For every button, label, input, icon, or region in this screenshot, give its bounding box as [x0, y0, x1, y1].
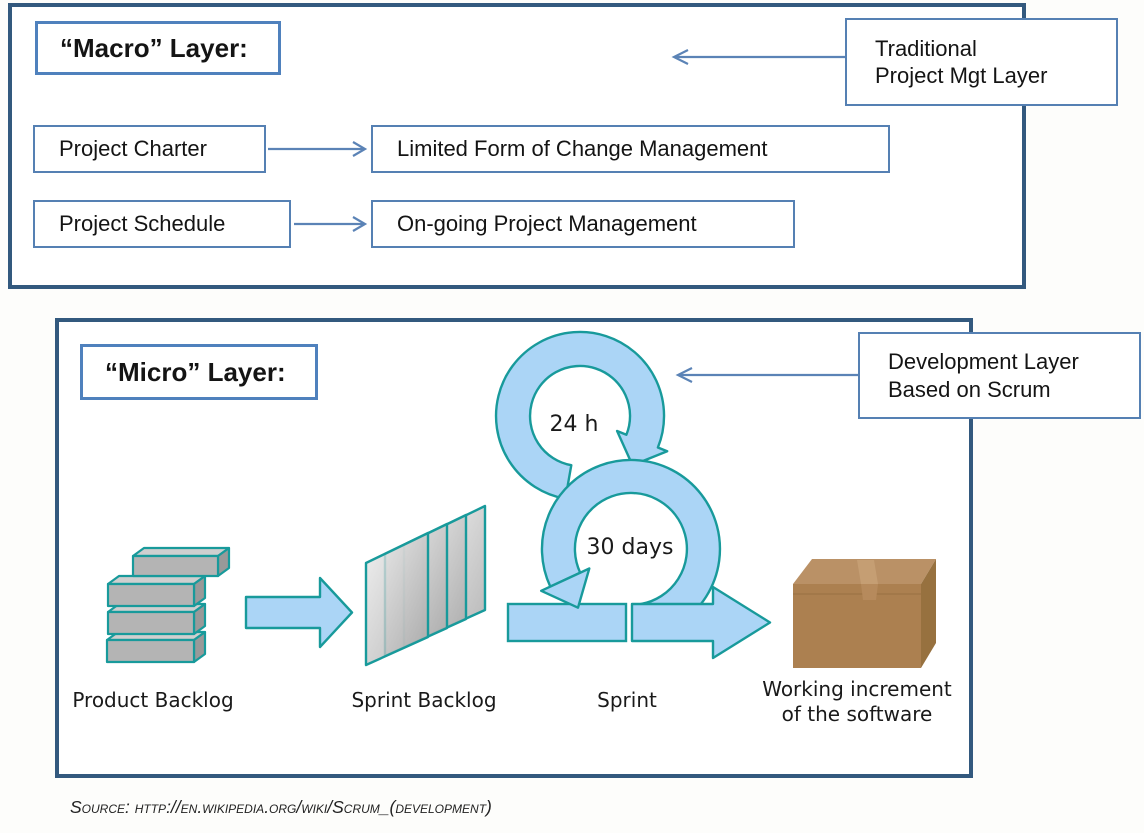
- project-schedule-box: Project Schedule: [33, 200, 291, 248]
- sprint-backlog-label: Sprint Backlog: [351, 688, 497, 712]
- traditional-layer-callout-text: Traditional Project Mgt Layer: [875, 35, 1047, 90]
- micro-layer-title: “Micro” Layer:: [105, 356, 286, 387]
- development-layer-callout-box: Development Layer Based on Scrum: [858, 332, 1141, 419]
- traditional-layer-callout-box: Traditional Project Mgt Layer: [845, 18, 1118, 106]
- project-schedule-label: Project Schedule: [59, 211, 226, 237]
- micro-layer-title-box: “Micro” Layer:: [80, 344, 318, 400]
- product-backlog-label: Product Backlog: [72, 688, 234, 712]
- macro-layer-title-box: “Macro” Layer:: [35, 21, 281, 75]
- development-layer-callout-text: Development Layer Based on Scrum: [888, 348, 1079, 403]
- development-line2: Based on Scrum: [888, 376, 1051, 402]
- development-line1: Development Layer: [888, 349, 1079, 374]
- working-increment-line2: of the software: [781, 702, 933, 726]
- ongoing-management-label: On-going Project Management: [397, 211, 697, 237]
- ongoing-management-box: On-going Project Management: [371, 200, 795, 248]
- source-citation: Source: http://en.wikipedia.org/wiki/Scr…: [70, 797, 492, 817]
- working-increment-label: Working increment of the software: [762, 677, 952, 727]
- change-management-box: Limited Form of Change Management: [371, 125, 890, 173]
- project-charter-box: Project Charter: [33, 125, 266, 173]
- macro-layer-title: “Macro” Layer:: [60, 32, 248, 63]
- project-charter-label: Project Charter: [59, 136, 207, 162]
- traditional-line2: Project Mgt Layer: [875, 63, 1048, 88]
- sprint-loop-label: 30 days: [586, 535, 674, 560]
- traditional-line1: Traditional: [875, 35, 977, 61]
- sprint-label: Sprint: [597, 688, 657, 712]
- daily-loop-label: 24 h: [549, 412, 599, 437]
- working-increment-line1: Working increment: [762, 677, 952, 701]
- change-management-label: Limited Form of Change Management: [397, 136, 768, 162]
